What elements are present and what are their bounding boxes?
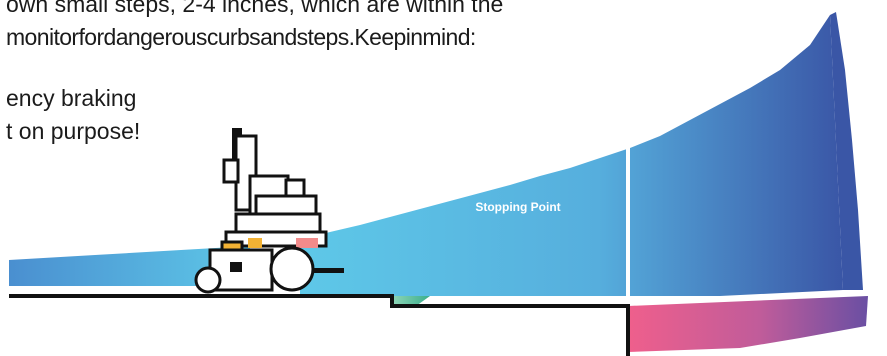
stopping-point-line (626, 102, 630, 298)
sensor-beam (300, 15, 843, 296)
drop-off-zone (628, 296, 868, 352)
stopping-point-label: Stopping Point (475, 200, 560, 214)
ground-step-outline (9, 296, 628, 356)
